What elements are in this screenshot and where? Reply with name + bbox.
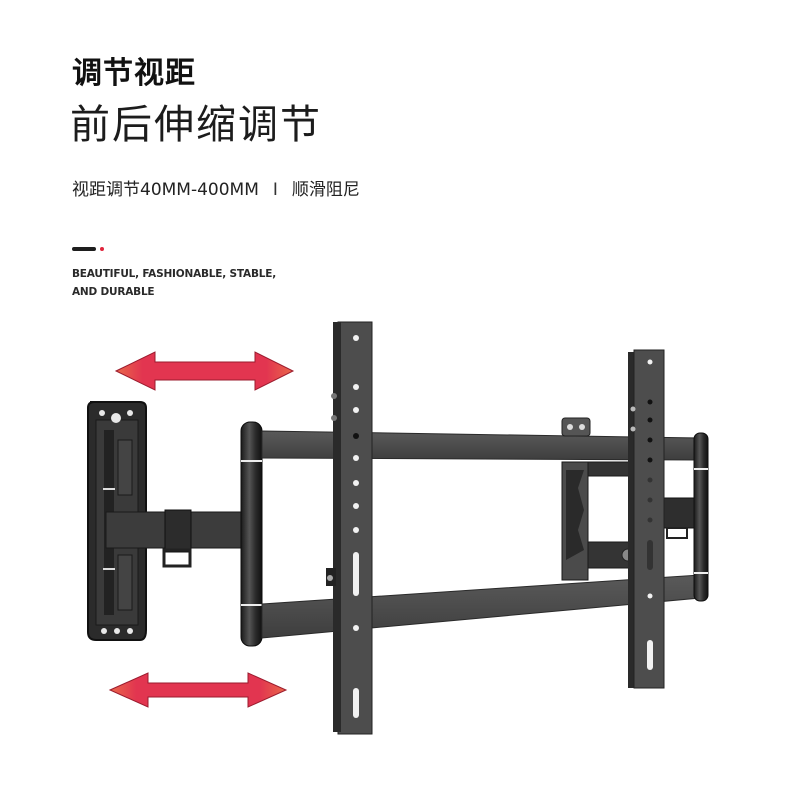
accent-divider [72,247,104,251]
spec-separator: I [272,180,278,200]
spec-feature: 视距调节40MM-400MM [72,180,259,200]
page-subtitle: 前后伸缩调节 [70,102,322,148]
spec-line: 视距调节40MM-400MM I 顺滑阻尼 [72,178,360,202]
divider-dot [100,247,104,251]
divider-bar [72,247,96,251]
top-double-arrow-icon [114,351,295,391]
bottom-double-arrow-icon [108,672,288,708]
spec-benefit: 顺滑阻尼 [291,180,360,200]
first-swing-arm [105,509,249,568]
center-hinge-assembly [561,417,637,581]
left-pivot-pole [240,421,263,647]
tagline-line-2: AND DURABLE [72,286,155,298]
right-tv-bracket [628,349,665,689]
left-tv-bracket [326,321,373,735]
tagline-line-1: BEAUTIFUL, FASHIONABLE, STABLE, [72,268,277,280]
right-pivot-pole [663,432,709,602]
tagline: BEAUTIFUL, FASHIONABLE, STABLE, AND DURA… [72,265,302,301]
page-title: 调节视距 [72,56,196,91]
wall-mount-illustration [0,300,800,780]
